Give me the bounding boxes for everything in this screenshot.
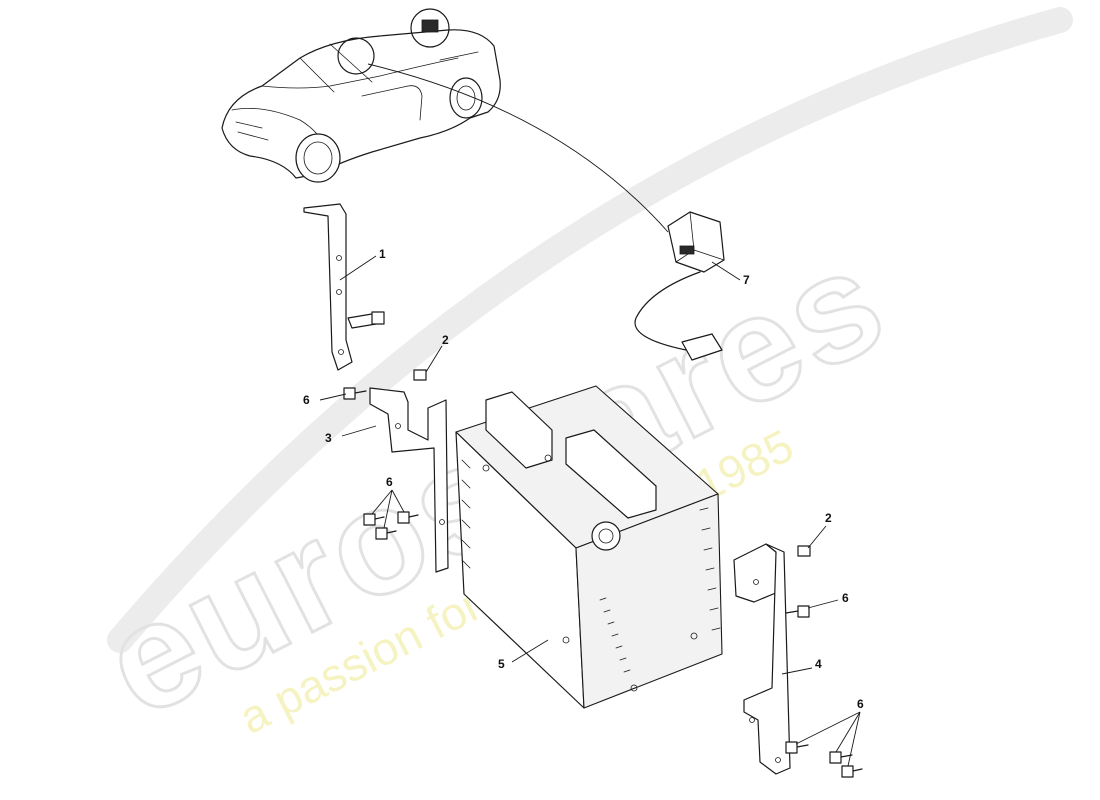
callout-6-right: 6 <box>842 591 849 605</box>
bracket-part-4 <box>733 543 791 775</box>
callout-6-lower-right: 6 <box>857 697 864 711</box>
bolt-part-6-a <box>343 387 367 400</box>
callout-7: 7 <box>743 273 750 287</box>
callout-3: 3 <box>325 431 332 445</box>
cabin-location-circle <box>337 37 375 75</box>
callout-4: 4 <box>815 657 822 671</box>
callout-1: 1 <box>379 247 386 261</box>
car-illustration <box>221 8 501 183</box>
callout-2-upper: 2 <box>442 333 449 347</box>
callout-2-right: 2 <box>825 511 832 525</box>
amplifier-module-part-5 <box>455 385 723 709</box>
nut-part-2-right <box>797 545 811 557</box>
location-leader-line <box>367 63 669 233</box>
bolt-part-6-d <box>785 741 863 778</box>
module-location-marker <box>421 19 439 33</box>
bolt-part-6-c <box>785 605 810 618</box>
module-location-circle <box>410 8 450 48</box>
callout-5: 5 <box>498 657 505 671</box>
bracket-part-1 <box>303 203 385 371</box>
callout-6-upper-left: 6 <box>303 393 310 407</box>
callout-6-middle-left: 6 <box>386 475 393 489</box>
connector-harness-part-7 <box>634 211 725 361</box>
nut-part-2-upper <box>413 369 427 381</box>
callouts: 1 2 2 3 4 5 6 6 6 6 7 <box>303 247 864 711</box>
bracket-part-3 <box>369 387 449 573</box>
leader-lines <box>319 255 861 767</box>
